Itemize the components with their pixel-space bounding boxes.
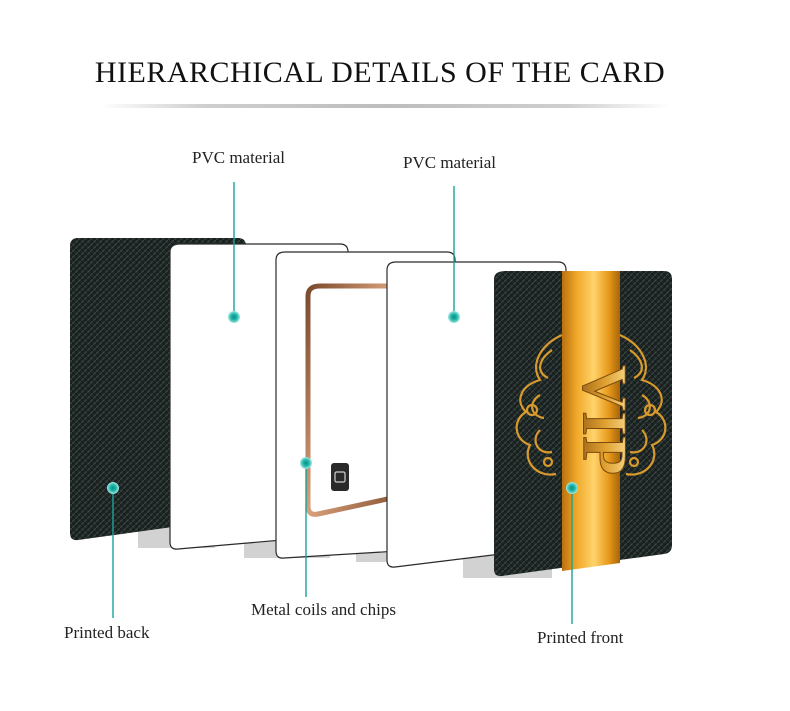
callout-dot-printed-front — [566, 482, 578, 494]
chip-icon — [331, 463, 349, 491]
label-pvc-material-2: PVC material — [403, 153, 497, 172]
callout-dot-pvc-2 — [448, 311, 460, 323]
title-divider — [100, 104, 670, 108]
callout-dot-coils — [300, 457, 312, 469]
callout-dot-pvc-1 — [228, 311, 240, 323]
label-metal-coils-chips: Metal coils and chips — [251, 600, 396, 619]
callout-lines — [112, 182, 573, 624]
page-title: HIERARCHICAL DETAILS OF THE CARD — [94, 56, 666, 89]
ornament-right — [619, 333, 667, 476]
label-printed-back: Printed back — [64, 623, 150, 642]
printed-front-layer: VIP — [494, 271, 672, 577]
vip-emblem-text: VIP — [569, 365, 640, 475]
callout-dots — [107, 311, 578, 494]
label-pvc-material-1: PVC material — [192, 148, 286, 167]
ornament-left — [515, 333, 563, 476]
callout-dot-printed-back — [107, 482, 119, 494]
label-printed-front: Printed front — [537, 628, 624, 647]
